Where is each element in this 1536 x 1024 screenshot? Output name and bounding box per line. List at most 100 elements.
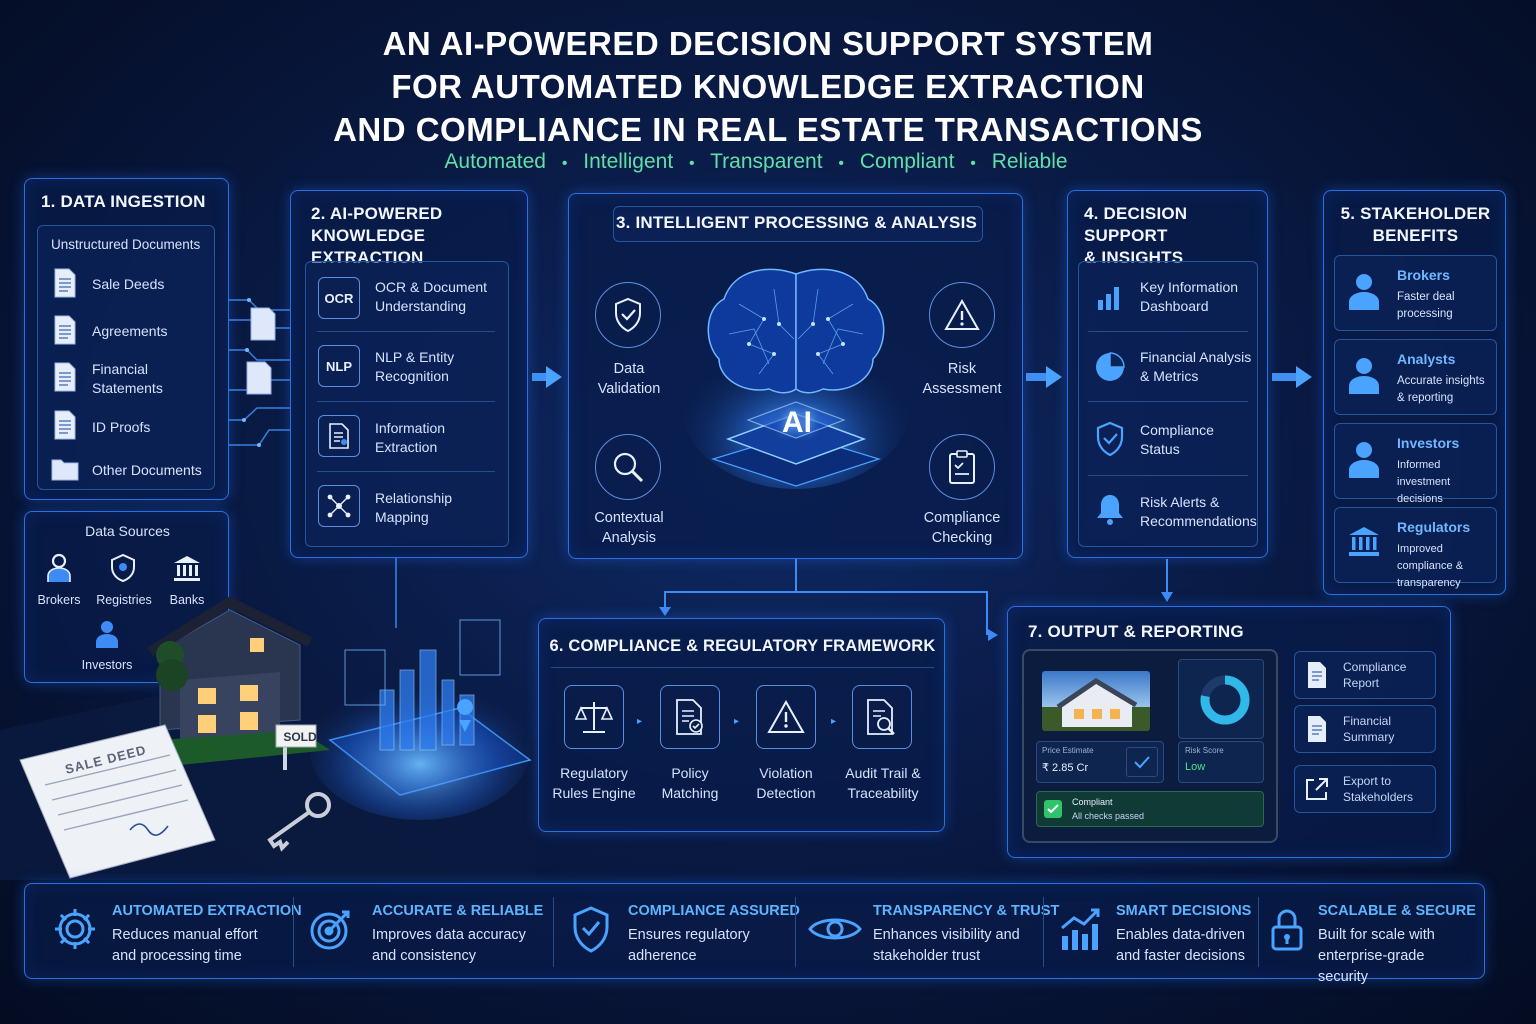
divider xyxy=(1088,401,1248,402)
tagline-item: Automated xyxy=(444,150,546,173)
source-investors: Investors xyxy=(81,658,133,672)
connector-arrowhead xyxy=(1161,592,1173,602)
bank-icon xyxy=(171,552,203,584)
stakeholder-investors-text: Informed investment decisions xyxy=(1397,459,1451,505)
risk-donut-arc xyxy=(1200,675,1250,725)
processing-title: 3. INTELLIGENT PROCESSING & ANALYSIS xyxy=(615,213,978,232)
output-reporting-title: 7. OUTPUT & REPORTING xyxy=(1028,622,1244,641)
processing-title-box xyxy=(613,206,983,242)
output-financial-summary-label: Financial Summary xyxy=(1343,714,1395,744)
compliance-status-bar xyxy=(1036,791,1264,827)
benefit-smart-title: SMART DECISIONS xyxy=(1116,903,1252,919)
stakeholder-analysts-name: Analysts xyxy=(1397,351,1456,367)
tagline-item: Transparent xyxy=(710,150,823,173)
target-icon xyxy=(306,904,356,954)
framework-arrow: ▸ xyxy=(734,716,740,727)
title-line-2: FOR AUTOMATED KNOWLEDGE EXTRACTION xyxy=(391,68,1145,105)
decision-item-financial: Financial Analysis & Metrics xyxy=(1140,349,1252,384)
output-compliance-report-label: Compliance Report xyxy=(1343,660,1407,690)
alert-bell-icon xyxy=(1090,489,1130,529)
connector-line xyxy=(986,591,988,635)
divider xyxy=(317,401,495,402)
report-document-icon xyxy=(1302,659,1332,691)
stakeholder-regulators-text: Improved compliance & transparency xyxy=(1397,543,1464,589)
compliance-framework-title: 6. COMPLIANCE & REGULATORY FRAMEWORK xyxy=(549,637,936,655)
benefit-transparency-title: TRANSPARENCY & TRUST xyxy=(873,903,1060,919)
divider xyxy=(317,471,495,472)
divider xyxy=(551,667,934,668)
doc-item-id-proofs: ID Proofs xyxy=(92,419,151,435)
broker-person-icon xyxy=(1344,269,1384,313)
data-sources-title: Data Sources xyxy=(85,523,170,539)
connector-arrowhead xyxy=(988,629,998,641)
tagline-separator: • xyxy=(561,155,568,172)
connector-line xyxy=(664,591,988,593)
stakeholder-benefits-title: 5. STAKEHOLDER BENEFITS xyxy=(1324,203,1507,247)
risk-donut-card xyxy=(1178,659,1264,739)
stakeholder-title-line-2: BENEFITS xyxy=(1372,226,1459,245)
tagline-item: Intelligent xyxy=(583,150,674,173)
policy-document-icon xyxy=(660,685,720,749)
financial-statements-document-icon xyxy=(51,360,79,394)
compliance-framework-panel: 6. COMPLIANCE & REGULATORY FRAMEWORK Reg… xyxy=(538,618,945,832)
investor-person-icon xyxy=(91,618,123,650)
source-banks: Banks xyxy=(169,593,205,607)
decision-support-title: 4. DECISION SUPPORT & INSIGHTS xyxy=(1084,203,1267,269)
analysis-risk-assessment: Risk Assessment xyxy=(922,361,1002,397)
ai-chip-label: AI xyxy=(782,406,812,439)
stakeholder-title-line-1: 5. STAKEHOLDER xyxy=(1340,204,1491,223)
tagline-item: Compliant xyxy=(859,150,955,173)
scales-of-justice-icon xyxy=(564,685,624,749)
information-extraction-icon xyxy=(318,415,360,457)
benefit-divider xyxy=(553,897,554,967)
benefit-accurate-text: Improves data accuracy and consistency xyxy=(372,927,526,964)
pie-chart-icon xyxy=(1090,347,1130,387)
title-line-1: AN AI-POWERED DECISION SUPPORT SYSTEM xyxy=(382,25,1154,62)
data-validation-shield-icon xyxy=(595,282,661,348)
stakeholder-brokers-text: Faster deal processing xyxy=(1397,291,1455,320)
risk-donut-chart xyxy=(1200,675,1250,725)
padlock-icon xyxy=(1266,904,1308,954)
analysis-compliance-checking: Compliance Checking xyxy=(923,510,1001,546)
flow-arrow-4-to-5 xyxy=(1296,366,1312,388)
flow-arrow-2-to-3 xyxy=(546,366,562,388)
framework-arrow: ▸ xyxy=(637,716,643,727)
relationship-network-icon xyxy=(318,485,360,527)
compliance-status-title: Compliant xyxy=(1072,797,1113,807)
benefit-scalable-title: SCALABLE & SECURE xyxy=(1318,903,1476,919)
knowledge-extraction-panel: 2. AI-POWERED KNOWLEDGE EXTRACTION OCR O… xyxy=(290,190,528,558)
gear-icon xyxy=(50,904,100,954)
property-photo xyxy=(1042,671,1150,731)
analysis-contextual: Contextual Analysis xyxy=(594,510,664,546)
compliant-checkbox-icon xyxy=(1044,800,1062,818)
compliance-checklist-icon xyxy=(929,434,995,500)
tagline-separator: • xyxy=(838,155,845,172)
doc-item-other-documents: Other Documents xyxy=(92,462,202,478)
connector-line xyxy=(395,558,397,628)
stakeholder-analysts-text: Accurate insights & reporting xyxy=(1397,375,1485,404)
divider xyxy=(317,331,495,332)
bar-chart-icon xyxy=(1090,279,1130,315)
regulator-building-icon xyxy=(1344,521,1384,561)
contextual-search-icon xyxy=(595,434,661,500)
framework-policy-matching: Policy Matching xyxy=(661,765,719,801)
unstructured-documents-title: Unstructured Documents xyxy=(51,237,201,252)
benefit-accurate-title: ACCURATE & RELIABLE xyxy=(372,903,544,919)
stakeholder-regulators-name: Regulators xyxy=(1397,519,1471,535)
benefit-divider xyxy=(293,897,294,967)
extraction-items-box xyxy=(305,261,509,547)
decision-support-title-line-1: 4. DECISION SUPPORT xyxy=(1084,204,1188,245)
ingestion-flow-lines xyxy=(229,298,291,447)
benefit-compliance-text: Ensures regulatory adherence xyxy=(628,927,750,964)
intelligent-processing-panel: 3. INTELLIGENT PROCESSING & ANALYSIS AI … xyxy=(568,193,1023,559)
benefit-transparency-text: Enhances visibility and stakeholder trus… xyxy=(873,927,1020,964)
framework-audit-trail: Audit Trail & Traceability xyxy=(845,765,921,801)
benefit-automated-title: AUTOMATED EXTRACTION xyxy=(112,903,302,919)
decision-item-dashboard: Key Information Dashboard xyxy=(1140,279,1239,314)
compliance-status-text: All checks passed xyxy=(1072,811,1145,821)
broker-person-icon xyxy=(43,552,75,584)
doc-item-financial-statements: Financial Statements xyxy=(92,361,163,396)
framework-arrow: ▸ xyxy=(831,716,837,727)
decision-item-risk-alerts: Risk Alerts & Recommendations xyxy=(1140,494,1257,529)
flow-arrow-shaft xyxy=(1272,373,1296,381)
